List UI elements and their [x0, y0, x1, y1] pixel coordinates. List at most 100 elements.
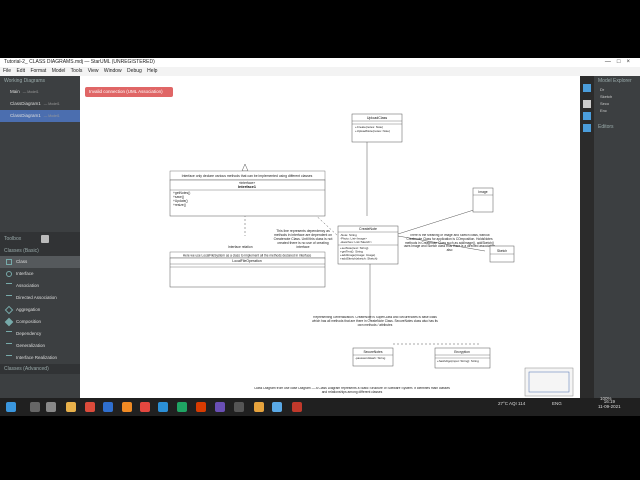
interface-op: +Update() [173, 199, 188, 203]
app-icon[interactable] [140, 402, 150, 412]
app-icon[interactable] [234, 402, 244, 412]
upload-class-box[interactable] [351, 113, 403, 143]
minimap-viewport[interactable] [528, 371, 570, 393]
upload-op: +UploadNote(notes: Note) [355, 129, 390, 133]
minimize-button[interactable]: — [604, 59, 617, 65]
dependency-note[interactable]: This line represents dependency as metho… [273, 229, 333, 259]
tool-class[interactable]: Class [0, 256, 80, 268]
tool-interface[interactable]: Interface [0, 268, 80, 280]
tool-aggregation[interactable]: Aggregation [0, 304, 80, 316]
start-icon[interactable] [6, 402, 16, 412]
diagram-label: ClassDiagram1 [10, 113, 41, 118]
explorer-item[interactable]: Enc [600, 108, 607, 113]
tool-association[interactable]: Association [0, 280, 80, 292]
properties-icon[interactable] [583, 112, 591, 120]
app-icon[interactable] [272, 402, 282, 412]
directed-association-icon [6, 295, 12, 301]
generalization-icon [6, 343, 12, 349]
upload-class-name: UploadClass [367, 116, 388, 120]
app-icon[interactable] [292, 402, 302, 412]
diagram-canvas[interactable]: Invalid connection (UML Association) Int… [80, 76, 580, 398]
securenotes-class-box[interactable] [352, 347, 394, 367]
tool-directed-association[interactable]: Directed Association [0, 292, 80, 304]
vlc-icon[interactable] [122, 402, 132, 412]
close-button[interactable]: × [626, 59, 636, 65]
chrome-icon[interactable] [85, 402, 95, 412]
menu-file[interactable]: File [3, 68, 12, 74]
tool-label: Dependency [16, 331, 42, 336]
diagram-sub: — Model1 [22, 90, 39, 94]
localfile-class-name: LocalFileOperation [232, 259, 261, 263]
clock[interactable]: 16:19 11-09-2021 [598, 399, 621, 409]
menu-tools[interactable]: Tools [70, 68, 83, 74]
bottom-note[interactable]: Class Diagram from use case Diagram — A … [252, 387, 452, 398]
explorer-item[interactable]: Dr [600, 87, 605, 92]
working-diagram-item[interactable]: ClassDiagram1— Model1 [0, 98, 80, 110]
minimap[interactable] [524, 367, 574, 397]
image-class-name: Image [478, 190, 487, 194]
class-icon [6, 259, 12, 265]
file-explorer-icon[interactable] [66, 402, 76, 412]
menu-window[interactable]: Window [103, 68, 122, 74]
createnote-attr: -sketches: List<Sketch> [340, 240, 372, 244]
word-icon[interactable] [103, 402, 113, 412]
tool-dependency[interactable]: Dependency [0, 328, 80, 340]
edge-icon[interactable] [158, 402, 168, 412]
interface-name: Interface1 [238, 185, 256, 189]
toolbox-group-basic[interactable]: Classes (Basic) [0, 246, 80, 256]
working-diagrams-title: Working Diagrams [4, 78, 46, 84]
settings-icon[interactable] [583, 124, 591, 132]
zoom-level: 100% [600, 396, 612, 401]
tool-interface-realization[interactable]: Interface Realization [0, 352, 80, 364]
left-sidebar: Working Diagrams Main— Model1 ClassDiagr… [0, 76, 80, 398]
working-diagram-item-active[interactable]: ClassDiagram1— Model1 [0, 110, 80, 122]
tool-label: Class [16, 259, 28, 264]
association-icon [6, 283, 12, 289]
windows-taskbar: 27°C AQI 114 ENG 16:19 11-09-2021 [0, 398, 640, 416]
language-indicator[interactable]: ENG [552, 401, 562, 406]
menu-edit[interactable]: Edit [16, 68, 26, 74]
encryption-op: +hashAlgo(input: String): String [437, 359, 479, 363]
task-view-icon[interactable] [46, 402, 56, 412]
toolbox-group-advanced[interactable]: Classes (Advanced) [0, 364, 80, 374]
menu-debug[interactable]: Debug [127, 68, 142, 74]
diagram-label: Main [10, 89, 20, 94]
window-title: Tutorial-2_ CLASS DIAGRAMS.mdj — StarUML… [4, 59, 155, 65]
working-diagram-item[interactable]: Main— Model1 [0, 86, 80, 98]
tool-generalization[interactable]: Generalization [0, 340, 80, 352]
createnote-op: +getText(): String [340, 250, 363, 254]
dependency-icon [6, 331, 12, 337]
composition-note[interactable]: There is the Meaning of Image and Sketch… [402, 234, 497, 256]
localfile-class-box[interactable] [169, 257, 326, 288]
onenote-icon[interactable] [215, 402, 225, 412]
weather-status[interactable]: 27°C AQI 114 [498, 401, 526, 406]
search-icon[interactable] [30, 402, 40, 412]
image-class-box[interactable] [472, 187, 494, 213]
menu-view[interactable]: View [87, 68, 99, 74]
explorer-item[interactable]: Seco [600, 101, 610, 106]
createnote-attr: -Note: String [340, 233, 357, 237]
bottom-note-text: Class Diagram from use case Diagram — A … [254, 387, 450, 394]
menu-model[interactable]: Model [51, 68, 66, 74]
explorer-item[interactable]: Sketch [600, 94, 613, 99]
interface-relation-label: Interface relation [228, 245, 253, 249]
model-explorer-panel: Model Explorer Dr Sketch Seco Enc Editor… [594, 76, 640, 398]
menu-format[interactable]: Format [30, 68, 47, 74]
window-controls[interactable]: —□× [605, 58, 636, 67]
clock-date: 11-09-2021 [598, 404, 621, 409]
toolbox-toggle-icon[interactable] [41, 235, 50, 243]
generalization-note[interactable]: Representing Generalization. CreateNote … [312, 316, 438, 332]
app-icon[interactable] [177, 402, 187, 412]
tool-label: Interface Realization [16, 355, 58, 360]
maximize-button[interactable]: □ [616, 59, 627, 65]
model-explorer-icon[interactable] [583, 84, 591, 92]
editors-icon[interactable] [583, 100, 591, 108]
securenotes-attr: -passwordHash: String [355, 356, 386, 360]
tool-composition[interactable]: Composition [0, 316, 80, 328]
clock-time: 16:19 [603, 399, 615, 404]
powerpoint-icon[interactable] [196, 402, 206, 412]
menu-help[interactable]: Help [147, 68, 158, 74]
securenotes-class-name: SecureNotes [363, 350, 382, 354]
staruml-icon[interactable] [254, 402, 264, 412]
interface-class-box[interactable] [169, 179, 326, 217]
